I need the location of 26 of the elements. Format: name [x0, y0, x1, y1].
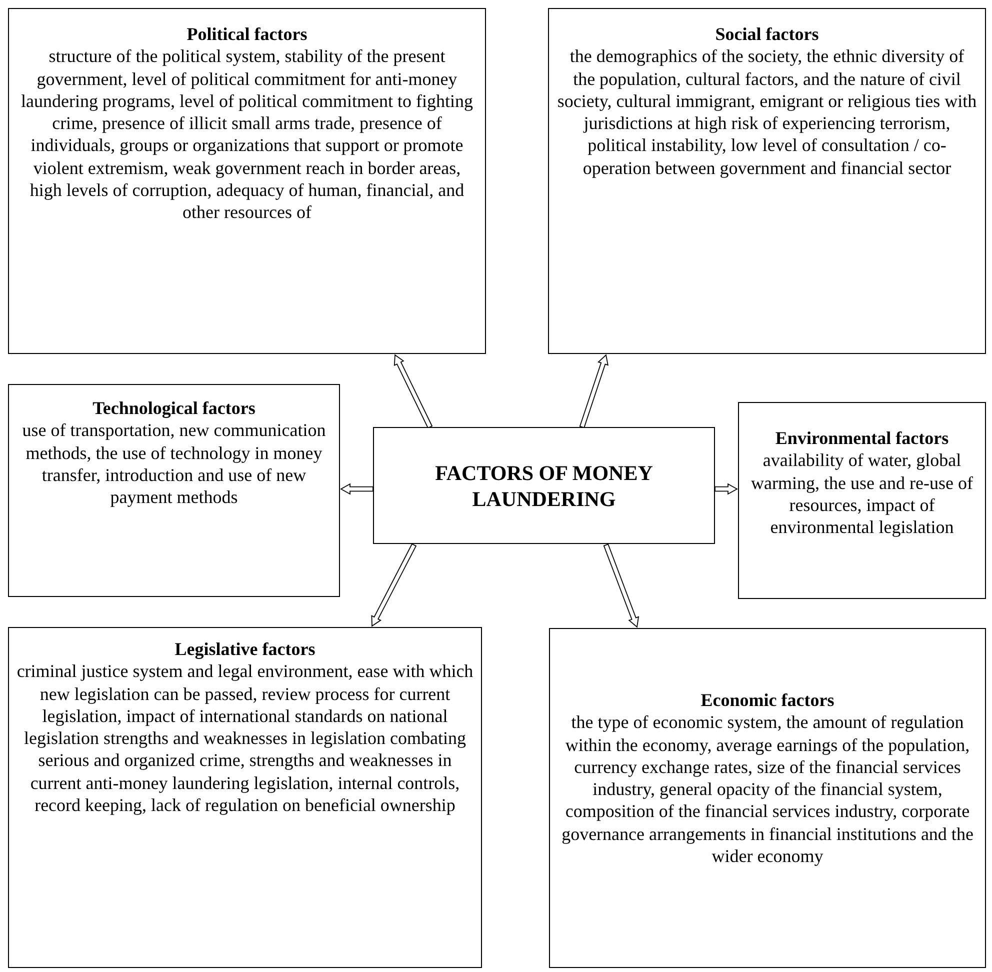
factor-box	[8, 627, 482, 968]
arrow	[714, 483, 738, 495]
box-heading: Social factors	[714, 23, 820, 46]
box-text: availability of water, global warming, the use and re-use of resources, impact of environmental legislation	[750, 449, 974, 538]
box-heading: Technological factors	[92, 397, 256, 420]
box-text: use of transportation, new communication methods, the use of technology in money transfer, introduction and use of new payment methods	[21, 419, 327, 508]
box-text: the demographics of the society, the ethnic diversity of the population, cultural factors, and the nature of civil society, cultural immigrant, emigrant or religious ties with jurisdictions at high risk of experiencing terrorism, political instability, low level of consultation / co-operation between government and financial sector	[557, 45, 977, 180]
factor-box	[548, 8, 986, 354]
factor-box	[549, 628, 986, 968]
box-heading: Environmental factors	[774, 427, 950, 450]
box-text: structure of the political system, stability of the present government, level of political commitment for anti-money laundering programs, level of political commitment to fighting crime, presence of illicit small arms trade, presence of individuals, groups or organizations that support or promote violent extremism, weak government reach in border areas, high levels of corruption, adequacy of human, financial, and other resources of	[20, 45, 474, 224]
factor-box	[8, 8, 486, 354]
box-text: the type of economic system, the amount of regulation within the economy, average earnings of the population, currency exchange rates, size of the financial services industry, general opacity of the financial system, composition of the financial services industry, corporate governance arrangements in financial institutions and the wider economy	[560, 711, 974, 868]
arrow	[371, 543, 417, 627]
box-heading: Economic factors	[700, 689, 836, 712]
arrow	[603, 544, 640, 628]
factor-box	[738, 402, 986, 599]
central-box	[373, 427, 715, 544]
box-heading: Political factors	[186, 23, 308, 46]
box-text: criminal justice system and legal environment, ease with which new legislation can be passed, review process for current legislation, impact of international standards on national legislation strengths and weaknesses in legislation combating serious and organized crime, strengths and weaknesses in current anti-money laundering legislation, internal controls, record keeping, lack of regulation on beneficial ownership	[16, 660, 474, 816]
arrow	[394, 354, 433, 429]
box-heading: Legislative factors	[174, 638, 316, 660]
arrow	[340, 483, 374, 495]
factor-box	[8, 384, 340, 597]
box-heading: FACTORS OF MONEY LAUNDERING	[434, 460, 654, 512]
arrow	[579, 354, 608, 428]
